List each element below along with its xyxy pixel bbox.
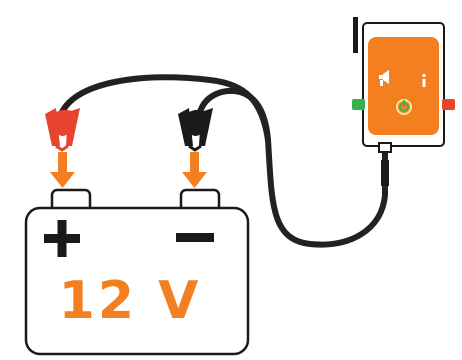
battery-body — [24, 206, 250, 356]
device-face — [368, 37, 439, 135]
positive-arrow-icon — [50, 152, 75, 188]
antenna-icon — [353, 17, 358, 53]
battery-monitor-device — [352, 17, 455, 153]
battery-voltage-label: 12 V — [59, 271, 202, 331]
negative-terminal-symbol — [176, 233, 214, 242]
positive-cable — [59, 74, 271, 143]
cables — [59, 74, 388, 248]
positive-terminal-symbol — [44, 220, 80, 257]
device-left-terminal — [352, 99, 365, 110]
negative-cable — [197, 88, 271, 143]
device-cable-port — [378, 142, 392, 153]
main-cable — [265, 137, 388, 248]
positive-clamp — [45, 108, 80, 152]
device-right-terminal — [442, 99, 455, 110]
connection-arrows — [50, 152, 207, 188]
battery: 12 V — [24, 188, 250, 356]
info-icon — [422, 74, 426, 87]
power-button-icon[interactable] — [396, 99, 412, 115]
horn-icon — [379, 70, 389, 86]
negative-arrow-icon — [182, 152, 207, 188]
negative-clamp — [178, 108, 213, 152]
cable-strain-relief — [381, 160, 389, 186]
